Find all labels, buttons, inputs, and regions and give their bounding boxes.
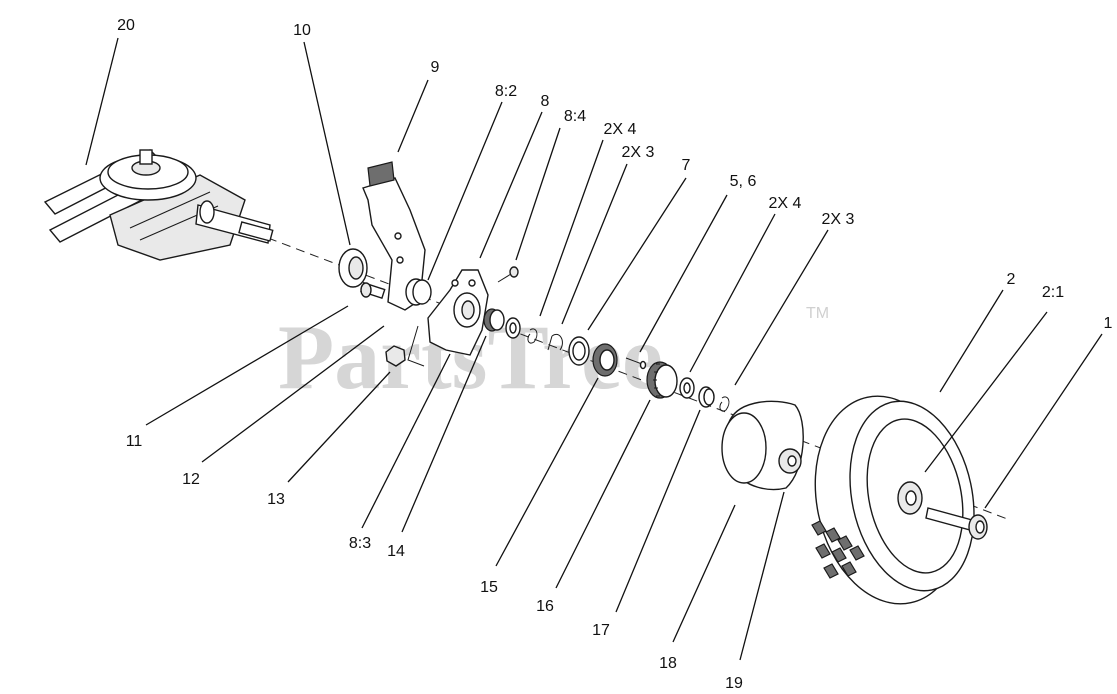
callout-2-1[interactable]: 2:1 xyxy=(1042,284,1064,301)
part-pinion-gear xyxy=(646,361,678,399)
watermark-trademark: TM xyxy=(806,305,829,322)
callout-5-6[interactable]: 5, 6 xyxy=(730,173,757,190)
adjuster-knob xyxy=(367,161,395,187)
part-seal xyxy=(338,248,368,288)
tire-tread xyxy=(811,520,865,579)
part-clip-b xyxy=(719,396,730,412)
part-screw xyxy=(497,266,519,283)
callout-14[interactable]: 14 xyxy=(387,543,405,560)
callout-2x4-a[interactable]: 2X 4 xyxy=(604,121,637,138)
callout-12[interactable]: 12 xyxy=(182,471,200,488)
callout-19[interactable]: 19 xyxy=(725,675,743,692)
callout-8-3[interactable]: 8:3 xyxy=(349,535,371,552)
part-transmission xyxy=(43,149,274,261)
shaft-key xyxy=(238,221,274,242)
callout-13[interactable]: 13 xyxy=(267,491,285,508)
callout-15[interactable]: 15 xyxy=(480,579,498,596)
callout-11[interactable]: 11 xyxy=(126,433,143,450)
callout-7[interactable]: 7 xyxy=(682,157,691,174)
callout-labels: 20 10 9 8:2 8 8:4 2X 4 2X 3 7 5, 6 2X 4 … xyxy=(117,17,1112,692)
callout-18[interactable]: 18 xyxy=(659,655,677,672)
part-wheel xyxy=(811,395,975,605)
part-hub-cup xyxy=(721,400,804,491)
plate-edge xyxy=(407,325,425,367)
callout-2x4-b[interactable]: 2X 4 xyxy=(769,195,802,212)
callout-2[interactable]: 2 xyxy=(1007,271,1016,288)
callout-2x3-a[interactable]: 2X 3 xyxy=(622,144,655,161)
callout-17[interactable]: 17 xyxy=(592,622,610,639)
part-wheel-plate xyxy=(407,269,489,367)
part-clip-a xyxy=(527,328,538,344)
callout-9[interactable]: 9 xyxy=(431,59,440,76)
part-nut xyxy=(385,345,406,367)
part-bearing-14 xyxy=(483,308,505,332)
callout-10[interactable]: 10 xyxy=(293,22,311,39)
pulley-nut xyxy=(139,149,153,165)
part-pin xyxy=(625,357,643,365)
part-axle-bolt xyxy=(925,507,988,540)
callout-20[interactable]: 20 xyxy=(117,17,135,34)
part-bushing xyxy=(405,278,432,306)
callout-8-2[interactable]: 8:2 xyxy=(495,83,517,100)
callout-16[interactable]: 16 xyxy=(536,598,554,615)
leader-lines xyxy=(85,37,1103,661)
callout-1[interactable]: 1 xyxy=(1104,315,1113,332)
part-adjuster-bracket xyxy=(362,161,426,311)
callout-8[interactable]: 8 xyxy=(541,93,550,110)
callout-2x3-b[interactable]: 2X 3 xyxy=(822,211,855,228)
part-bolt xyxy=(360,281,386,300)
part-spacer xyxy=(547,334,563,351)
callout-8-4[interactable]: 8:4 xyxy=(564,108,586,125)
